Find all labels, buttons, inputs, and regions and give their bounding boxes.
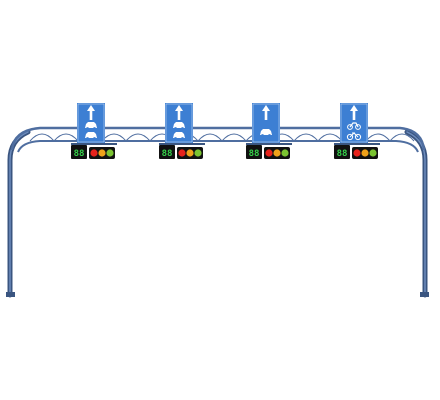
green-lamp bbox=[106, 149, 114, 157]
signal-group-3: 88 bbox=[246, 103, 292, 159]
countdown-display bbox=[159, 145, 175, 159]
amber-lamp bbox=[186, 149, 194, 157]
right-pole bbox=[404, 129, 429, 298]
amber-lamp bbox=[361, 149, 369, 157]
car-icon bbox=[173, 122, 185, 130]
amber-lamp bbox=[98, 149, 106, 157]
left-pole bbox=[6, 129, 31, 298]
truss-arc bbox=[101, 133, 127, 142]
signal-hanger bbox=[334, 143, 380, 145]
signal-hanger bbox=[71, 143, 117, 145]
straight-arrow-icon bbox=[175, 105, 183, 120]
truss-arc bbox=[53, 133, 79, 142]
bicycle-icon bbox=[346, 132, 362, 141]
signal-group-4: 88 bbox=[334, 103, 380, 159]
green-lamp bbox=[194, 149, 202, 157]
countdown-digits: 88 bbox=[162, 149, 173, 159]
motorcycle-icon bbox=[347, 122, 361, 130]
truss-top-chord bbox=[10, 126, 426, 151]
straight-arrow-icon bbox=[262, 105, 270, 120]
truss-arc bbox=[365, 133, 391, 142]
red-lamp bbox=[178, 149, 186, 157]
truss-arc bbox=[293, 133, 319, 142]
countdown-display bbox=[246, 145, 262, 159]
truss-bottom-chord bbox=[17, 140, 419, 153]
green-lamp bbox=[369, 149, 377, 157]
countdown-display bbox=[71, 145, 87, 159]
red-lamp bbox=[265, 149, 273, 157]
signal-hanger bbox=[246, 143, 292, 145]
car-icon bbox=[173, 132, 185, 140]
car-icon bbox=[85, 132, 97, 140]
green-lamp bbox=[281, 149, 289, 157]
countdown-digits: 88 bbox=[249, 149, 260, 159]
car-icon bbox=[85, 122, 97, 130]
signal-groups: 88 88 88 88 bbox=[71, 103, 380, 159]
truss-arc bbox=[29, 133, 55, 142]
signal-group-2: 88 bbox=[159, 103, 205, 159]
truss-arc bbox=[221, 133, 247, 142]
signal-group-1: 88 bbox=[71, 103, 117, 159]
signal-hanger bbox=[159, 143, 205, 145]
truss-arc bbox=[389, 133, 415, 142]
right-pole-base bbox=[420, 292, 429, 297]
amber-lamp bbox=[273, 149, 281, 157]
left-pole-base bbox=[6, 292, 15, 297]
truss-arc bbox=[317, 133, 343, 142]
straight-arrow-icon bbox=[350, 105, 358, 120]
countdown-digits: 88 bbox=[337, 149, 348, 159]
truss-arc bbox=[197, 133, 223, 142]
countdown-digits: 88 bbox=[74, 149, 85, 159]
countdown-display bbox=[334, 145, 350, 159]
straight-arrow-icon bbox=[87, 105, 95, 120]
red-lamp bbox=[90, 149, 98, 157]
car-icon bbox=[260, 129, 272, 137]
truss-arc bbox=[125, 133, 151, 142]
red-lamp bbox=[353, 149, 361, 157]
